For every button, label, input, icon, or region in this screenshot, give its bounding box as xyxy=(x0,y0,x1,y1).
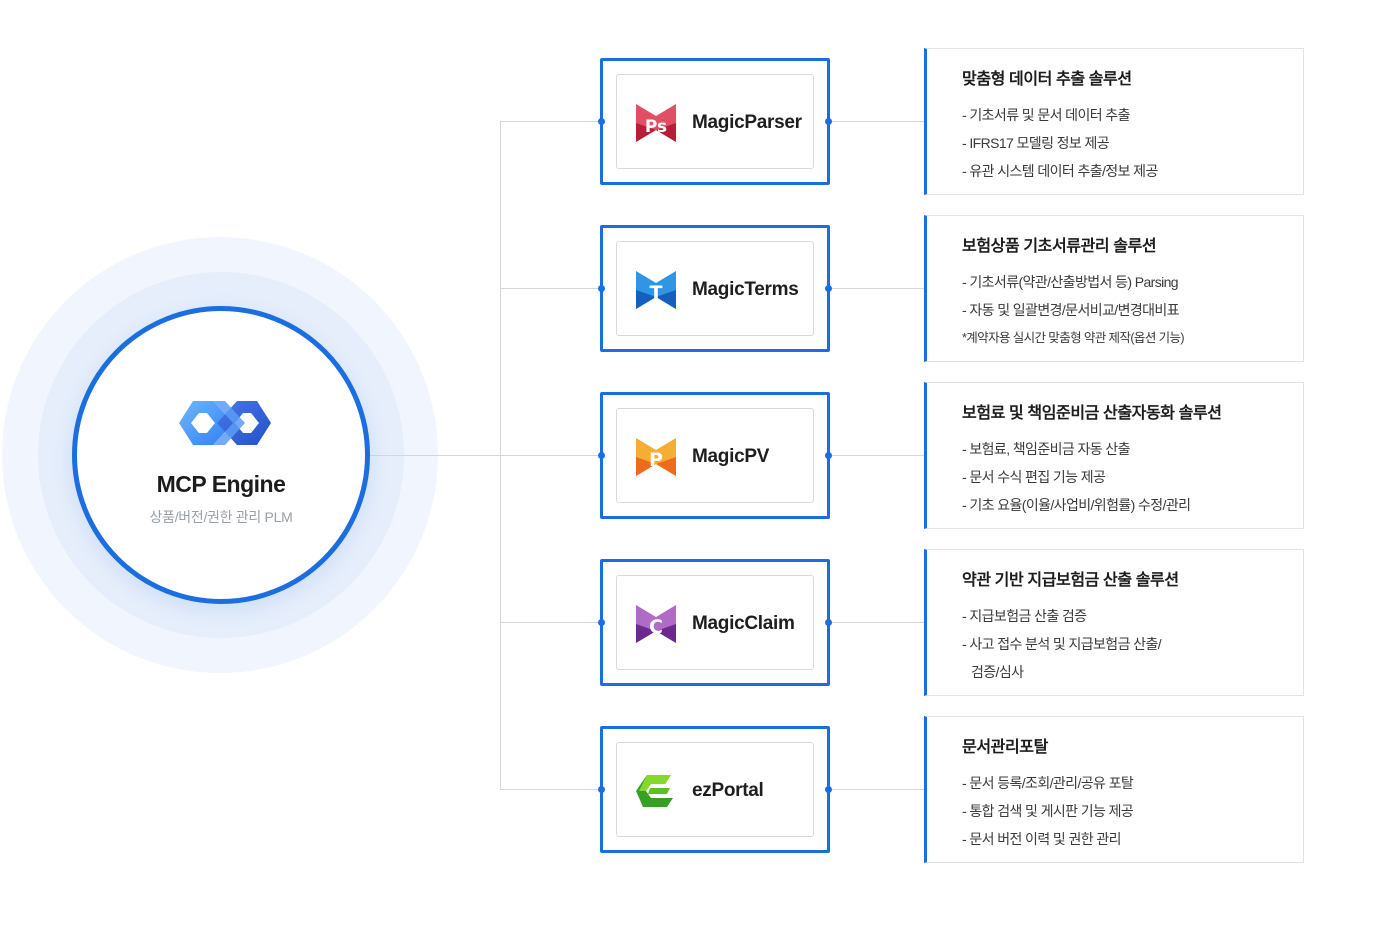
detail-title: 약관 기반 지급보험금 산출 솔루션 xyxy=(962,572,1179,589)
detail-list: - 보험료, 책임준비금 자동 산출 - 문서 수식 편집 기능 제공 - 기초… xyxy=(962,435,1191,519)
product-name: ezPortal xyxy=(692,780,764,801)
product-name: MagicPV xyxy=(692,446,770,467)
connector-dot xyxy=(825,118,832,125)
detail-panel-magicpv: 보험료 및 책임준비금 산출자동화 솔루션 - 보험료, 책임준비금 자동 산출… xyxy=(924,382,1304,529)
connector-dot xyxy=(825,285,832,292)
detail-panel-magicparser: 맞춤형 데이터 추출 솔루션 - 기초서류 및 문서 데이터 추출 - IFRS… xyxy=(924,48,1304,195)
product-name: MagicParser xyxy=(692,112,802,133)
infinity-loop-icon xyxy=(179,401,271,445)
product-magicclaim[interactable]: C MagicClaim xyxy=(598,559,832,686)
connector-dot xyxy=(598,118,605,125)
product-card: T MagicTerms xyxy=(616,241,814,336)
detail-line: - 사고 접수 분석 및 지급보험금 산출/ xyxy=(962,636,1162,652)
product-ezportal[interactable]: ezPortal xyxy=(598,726,832,853)
detail-line: - 통합 검색 및 게시판 기능 제공 xyxy=(962,803,1134,819)
detail-list: - 문서 등록/조회/관리/공유 포탈 - 통합 검색 및 게시판 기능 제공 … xyxy=(962,769,1134,853)
icon-letter: C xyxy=(649,616,663,638)
magicterms-icon: T xyxy=(636,271,676,309)
detail-note: *계약자용 실시간 맞춤형 약관 제작(옵션 기능) xyxy=(962,331,1185,345)
detail-line: - 문서 버전 이력 및 권한 관리 xyxy=(962,831,1121,847)
detail-panel-ezportal: 문서관리포탈 - 문서 등록/조회/관리/공유 포탈 - 통합 검색 및 게시판… xyxy=(924,716,1304,863)
product-card: Ps MagicParser xyxy=(616,74,814,169)
product-magicparser[interactable]: Ps MagicParser xyxy=(598,58,832,185)
engine-title: MCP Engine xyxy=(156,471,286,497)
product-card: ezPortal xyxy=(616,742,814,837)
connector-dot xyxy=(598,452,605,459)
product-magicterms[interactable]: T MagicTerms xyxy=(598,225,832,352)
detail-line: - 지급보험금 산출 검증 xyxy=(962,608,1087,624)
detail-line: 검증/심사 xyxy=(971,664,1024,680)
icon-letter: P xyxy=(649,449,663,471)
detail-panel-magicterms: 보험상품 기초서류관리 솔루션 - 기초서류(약관/산출방법서 등) Parsi… xyxy=(924,215,1304,362)
detail-title: 보험료 및 책임준비금 산출자동화 솔루션 xyxy=(962,405,1222,422)
magicpv-icon: P xyxy=(636,438,676,476)
magicparser-icon: Ps xyxy=(636,104,676,142)
detail-line: - 문서 등록/조회/관리/공유 포탈 xyxy=(962,775,1134,791)
detail-list: - 기초서류 및 문서 데이터 추출 - IFRS17 모델링 정보 제공 - … xyxy=(962,101,1158,185)
detail-line: - 문서 수식 편집 기능 제공 xyxy=(962,469,1106,485)
product-magicpv[interactable]: P MagicPV xyxy=(598,392,832,519)
connector-dot xyxy=(825,452,832,459)
detail-line: - 기초서류(약관/산출방법서 등) Parsing xyxy=(962,274,1179,290)
connector-dot xyxy=(598,285,605,292)
connector-dot xyxy=(598,786,605,793)
engine-subtitle: 상품/버전/권한 관리 PLM xyxy=(149,509,293,525)
product-name: MagicClaim xyxy=(692,613,795,634)
mcp-engine-node: MCP Engine 상품/버전/권한 관리 PLM xyxy=(72,306,370,604)
product-card: C MagicClaim xyxy=(616,575,814,670)
detail-line: - 보험료, 책임준비금 자동 산출 xyxy=(962,441,1130,457)
detail-list: - 기초서류(약관/산출방법서 등) Parsing - 자동 및 일괄변경/문… xyxy=(962,268,1185,352)
detail-line: - 자동 및 일괄변경/문서비교/변경대비표 xyxy=(962,302,1180,318)
detail-panel-magicclaim: 약관 기반 지급보험금 산출 솔루션 - 지급보험금 산출 검증 - 사고 접수… xyxy=(924,549,1304,696)
connector-dot xyxy=(825,619,832,626)
magicclaim-icon: C xyxy=(636,605,676,643)
ezportal-icon xyxy=(636,775,673,807)
detail-line: - 기초 요율(이율/사업비/위험률) 수정/관리 xyxy=(962,497,1191,513)
detail-line: - 유관 시스템 데이터 추출/정보 제공 xyxy=(962,163,1158,179)
connector-dot xyxy=(825,786,832,793)
icon-letter: T xyxy=(650,282,663,304)
product-name: MagicTerms xyxy=(692,279,799,300)
connector-dot xyxy=(598,619,605,626)
detail-title: 문서관리포탈 xyxy=(962,739,1048,756)
detail-list: - 지급보험금 산출 검증 - 사고 접수 분석 및 지급보험금 산출/ 검증/… xyxy=(962,602,1162,686)
product-card: P MagicPV xyxy=(616,408,814,503)
detail-line: - IFRS17 모델링 정보 제공 xyxy=(962,135,1110,151)
icon-letter: Ps xyxy=(645,117,667,137)
detail-title: 맞춤형 데이터 추출 솔루션 xyxy=(962,71,1132,88)
detail-title: 보험상품 기초서류관리 솔루션 xyxy=(962,238,1157,255)
detail-line: - 기초서류 및 문서 데이터 추출 xyxy=(962,107,1130,123)
